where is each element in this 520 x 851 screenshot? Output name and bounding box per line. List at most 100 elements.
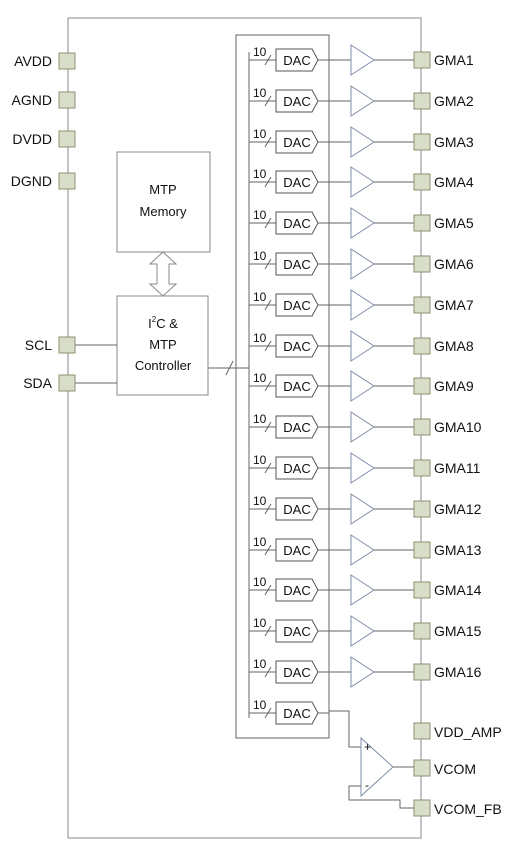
dac-label: DAC	[283, 665, 310, 680]
gamma-pin-label: GMA10	[434, 419, 482, 435]
dac-input-slash	[264, 258, 272, 270]
gamma-pin-label: GMA8	[434, 338, 474, 354]
vcom-opamp: + -	[329, 710, 414, 809]
dac-input-slash	[264, 176, 272, 188]
gamma-pin-label: GMA5	[434, 215, 474, 231]
gamma-pin-pad	[413, 459, 431, 477]
dac-label: DAC	[283, 175, 310, 190]
dac-label: DAC	[283, 257, 310, 272]
buffer-amp	[350, 330, 375, 362]
gamma-pin-label: GMA16	[434, 664, 482, 680]
dac-bus-width-label: 10	[253, 208, 267, 222]
buffer-amp	[350, 166, 375, 198]
dac-input-slash	[264, 707, 272, 719]
dac-bus-width-label: 10	[253, 412, 267, 426]
controller-bus-slash	[225, 360, 234, 376]
dac-bus-width-label: 10	[253, 167, 267, 181]
dac-input-slash	[264, 625, 272, 637]
dac-bus-width-label: 10	[253, 45, 267, 59]
dac-block	[275, 252, 319, 276]
pin-dgnd: DGND	[11, 172, 76, 190]
buffer-amp	[350, 574, 375, 606]
gamma-pin-pad	[413, 296, 431, 314]
dac-block	[275, 415, 319, 439]
dac-input-slash	[264, 54, 272, 66]
dac-input-slash	[264, 584, 272, 596]
gamma-pin-pad	[413, 622, 431, 640]
gamma-pin-pad	[413, 418, 431, 436]
dac-input-slash	[264, 217, 272, 229]
dac-input-slash	[264, 299, 272, 311]
dac-block	[275, 130, 319, 154]
gamma-pin-label: GMA7	[434, 297, 474, 313]
gamma-pin-pad	[413, 214, 431, 232]
pin-dgnd-label: DGND	[11, 173, 52, 189]
dac-input-slash	[264, 544, 272, 556]
dac-label: DAC	[283, 216, 310, 231]
dac-input-slash	[264, 380, 272, 392]
controller-line3: Controller	[135, 358, 192, 373]
buffer-amp	[350, 85, 375, 117]
pin-vcom-fb: VCOM_FB	[413, 799, 502, 817]
pin-vcom-fb-label: VCOM_FB	[434, 801, 502, 817]
pin-avdd-label: AVDD	[14, 53, 52, 69]
pin-sda: SDA	[23, 374, 117, 392]
gamma-pin-pad	[413, 337, 431, 355]
gamma-pin-label: GMA11	[434, 460, 481, 476]
dac-input-slash	[264, 503, 272, 515]
gamma-pin-pad	[413, 377, 431, 395]
gamma-pin-label: GMA6	[434, 256, 474, 272]
buffer-amp	[350, 248, 375, 280]
gamma-pin-pad	[413, 92, 431, 110]
mtp-memory-block	[116, 151, 211, 253]
dac-bus-width-label: 10	[253, 535, 267, 549]
dac-block	[275, 374, 319, 398]
gamma-pin-label: GMA14	[434, 582, 482, 598]
dac-bus-width-label: 10	[253, 575, 267, 589]
gamma-pin-pad	[413, 500, 431, 518]
pin-scl: SCL	[25, 336, 117, 354]
dac-block	[275, 48, 319, 72]
buffer-amp	[350, 289, 375, 321]
gamma-pin-pad	[413, 133, 431, 151]
dac-label: DAC	[283, 379, 310, 394]
gamma-pin-label: GMA3	[434, 134, 474, 150]
dac-label: DAC	[283, 543, 310, 558]
controller-line2: MTP	[149, 337, 176, 352]
gamma-pin-label: GMA9	[434, 378, 474, 394]
dac-label: DAC	[283, 461, 310, 476]
dac-block	[275, 334, 319, 358]
dac-block	[275, 578, 319, 602]
pin-vdd-amp: VDD_AMP	[413, 722, 502, 740]
pin-vcom-label: VCOM	[434, 761, 476, 777]
gamma-pin-label: GMA12	[434, 501, 482, 517]
gamma-pin-label: GMA4	[434, 174, 474, 190]
opamp-plus-sign: +	[364, 740, 371, 754]
dac-input-slash	[264, 136, 272, 148]
dac-block	[275, 211, 319, 235]
pin-dvdd-label: DVDD	[12, 131, 52, 147]
buffer-amp	[350, 44, 375, 76]
dac-input-slash	[264, 462, 272, 474]
buffer-amp	[350, 534, 375, 566]
dac-block	[275, 660, 319, 684]
pin-vdd-amp-label: VDD_AMP	[434, 724, 502, 740]
dac-block	[275, 497, 319, 521]
dac-input-slash	[264, 95, 272, 107]
buffer-amp	[350, 411, 375, 443]
dac-label: DAC	[283, 53, 310, 68]
